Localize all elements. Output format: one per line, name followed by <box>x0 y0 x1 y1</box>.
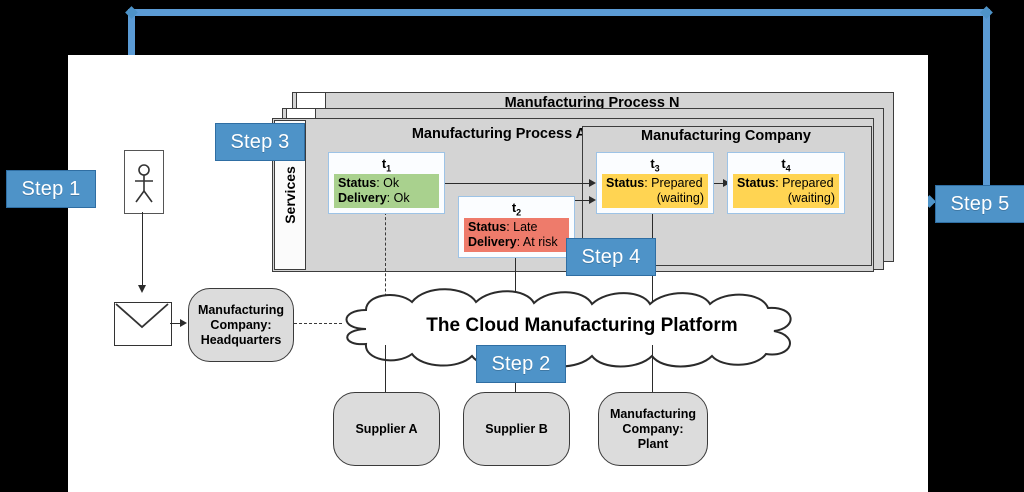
t4-status-value: Prepared <box>782 176 834 190</box>
supplier-a-label: Supplier A <box>355 421 418 436</box>
loop-top-horizontal <box>128 9 990 16</box>
headquarters-label: Manufacturing Company: Headquarters <box>197 302 285 347</box>
actor-to-mail-arrowhead <box>138 285 146 293</box>
t1-status-value: Ok <box>383 176 400 190</box>
task-t3-status: Status: Prepared (waiting) <box>602 174 708 208</box>
node-supplier-a[interactable]: Supplier A <box>333 392 440 466</box>
actor-to-mail-line <box>142 212 143 288</box>
task-t4-status: Status: Prepared (waiting) <box>733 174 839 208</box>
task-t4-name: t4 <box>781 156 791 174</box>
task-card-t3[interactable]: t3 Status: Prepared (waiting) <box>596 152 714 214</box>
step-badge-4[interactable]: Step 4 <box>566 238 656 276</box>
step-badge-1[interactable]: Step 1 <box>6 170 96 208</box>
arrow-t2-to-t3-head <box>589 196 596 204</box>
arrow-t2-to-t3-line <box>572 200 591 201</box>
t1-status-key: Status <box>338 176 377 190</box>
arrow-t1-to-t3-head <box>589 179 596 187</box>
step-badge-3[interactable]: Step 3 <box>215 123 305 161</box>
loop-right-vertical <box>983 9 990 194</box>
mail-to-hq-arrowhead <box>180 319 187 327</box>
t3-status-value2: (waiting) <box>656 191 704 205</box>
stick-figure-person-icon <box>135 164 153 203</box>
manufacturing-company-title: Manufacturing Company <box>641 128 811 144</box>
t1-delivery-value: Ok <box>393 191 410 205</box>
cloud-shape <box>345 288 792 368</box>
t4-status-key: Status <box>737 176 776 190</box>
cloud-to-plant-line <box>652 345 653 392</box>
task-t2-status: Status: Late Delivery: At risk <box>464 218 569 252</box>
t1-delivery-key: Delivery <box>338 191 387 205</box>
step-4-label: Step 4 <box>581 246 641 268</box>
task-card-t4[interactable]: t4 Status: Prepared (waiting) <box>727 152 845 214</box>
arrow-t1-to-t3-line <box>443 183 591 184</box>
envelope-box[interactable] <box>114 302 172 346</box>
envelope-icon <box>115 303 169 329</box>
task-t2-name: t2 <box>511 200 522 218</box>
node-supplier-b[interactable]: Supplier B <box>463 392 570 466</box>
step-badge-2[interactable]: Step 2 <box>476 345 566 383</box>
step-5-label: Step 5 <box>950 193 1010 215</box>
arrow-t3-to-t4-line <box>712 183 726 184</box>
task-t1-status: Status: Ok Delivery: Ok <box>334 174 439 208</box>
step-1-label: Step 1 <box>21 178 81 200</box>
process-n-title: Manufacturing Process N <box>504 95 680 111</box>
actor-box[interactable] <box>124 150 164 214</box>
dropline-t2-to-cloud <box>515 256 516 318</box>
loop-left-vertical-thick <box>128 9 135 55</box>
task-card-t2[interactable]: t2 Status: Late Delivery: At risk <box>458 196 575 258</box>
node-plant[interactable]: Manufacturing Company: Plant <box>598 392 708 466</box>
cloud-label: The Cloud Manufacturing Platform <box>426 315 738 336</box>
t3-status-value: Prepared <box>651 176 703 190</box>
t2-delivery-value: At risk <box>522 235 558 249</box>
t2-status-value: Late <box>513 220 538 234</box>
task-t3-name: t3 <box>650 156 660 174</box>
task-card-t1[interactable]: t1 Status: Ok Delivery: Ok <box>328 152 445 214</box>
t2-delivery-key: Delivery <box>468 235 517 249</box>
node-headquarters[interactable]: Manufacturing Company: Headquarters <box>188 288 294 362</box>
t4-status-value2: (waiting) <box>787 191 835 205</box>
services-lane-label: Services <box>282 166 298 224</box>
t2-status-key: Status <box>468 220 507 234</box>
step-3-label: Step 3 <box>230 131 290 153</box>
t3-status-key: Status <box>606 176 645 190</box>
step-2-label: Step 2 <box>491 353 551 375</box>
step-badge-5[interactable]: Step 5 <box>935 185 1024 223</box>
hq-to-cloud-line <box>294 323 342 324</box>
plant-label: Manufacturing Company: Plant <box>609 406 697 451</box>
dropline-t1-to-cloud <box>385 212 386 317</box>
cloud-to-supplier-a-line <box>385 345 386 392</box>
arrow-t3-to-t4-head <box>723 179 730 187</box>
mail-to-hq-line <box>170 323 182 324</box>
task-t1-name: t1 <box>381 156 392 174</box>
supplier-b-label: Supplier B <box>485 421 548 436</box>
process-a-title: Manufacturing Process A <box>411 126 587 142</box>
